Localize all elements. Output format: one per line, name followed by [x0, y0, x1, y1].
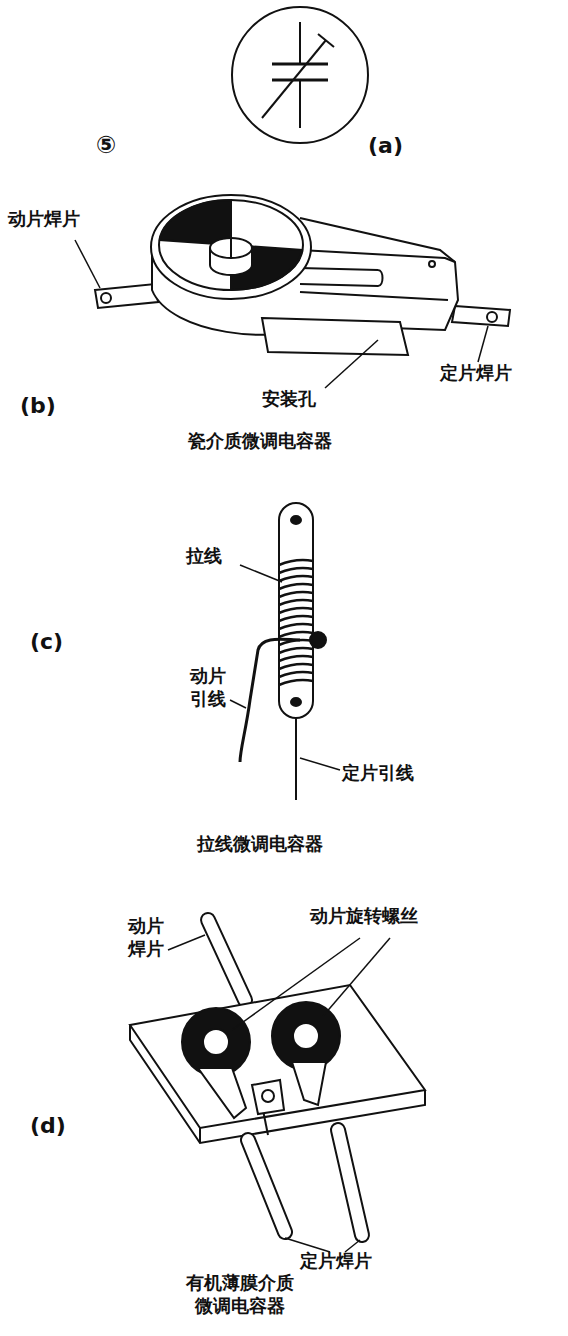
coil-winding — [279, 600, 313, 605]
figure-letter: (b) — [20, 392, 56, 420]
coil-winding — [279, 624, 313, 629]
coil-winding — [279, 568, 313, 573]
coil-winding — [279, 592, 313, 597]
coil-winding — [279, 680, 313, 685]
trimmer-capacitor-symbol — [232, 7, 368, 143]
ceramic-trimmer-drawing — [95, 195, 510, 355]
wire-trimmer-drawing — [240, 503, 326, 800]
coil-winding — [279, 560, 313, 565]
film-trimmer-drawing — [130, 920, 425, 1235]
part-label: 安装孔 — [262, 388, 316, 411]
figure-caption: 有机薄膜介质 微调电容器 — [180, 1272, 300, 1317]
figure-letter: (a) — [368, 132, 403, 160]
figure-caption: 瓷介质微调电容器 — [120, 430, 400, 453]
coil-winding — [279, 672, 313, 677]
coil-winding — [279, 576, 313, 581]
leader-lines — [75, 240, 488, 1252]
coil-winding — [279, 656, 313, 661]
callout-number: ⑤ — [96, 130, 116, 160]
part-label: 动片 焊片 — [128, 915, 170, 960]
part-label: 动片旋转螺丝 — [310, 905, 418, 928]
part-label: 动片焊片 — [8, 208, 80, 231]
coil-winding — [279, 608, 313, 613]
coil-winding — [279, 616, 313, 621]
coil-winding — [279, 640, 313, 645]
figure-caption: 拉线微调电容器 — [120, 833, 400, 856]
part-label: 动片 引线 — [190, 665, 232, 710]
part-label: 定片焊片 — [300, 1250, 372, 1273]
part-label: 定片引线 — [342, 762, 414, 785]
coil-winding — [279, 648, 313, 653]
figure-letter: (c) — [30, 628, 63, 656]
coil-winding — [279, 664, 313, 669]
part-label: 拉线 — [186, 545, 222, 568]
coil-winding — [279, 632, 313, 637]
coil-winding — [279, 584, 313, 589]
figure-letter: (d) — [30, 1112, 66, 1140]
part-label: 定片焊片 — [440, 362, 512, 385]
